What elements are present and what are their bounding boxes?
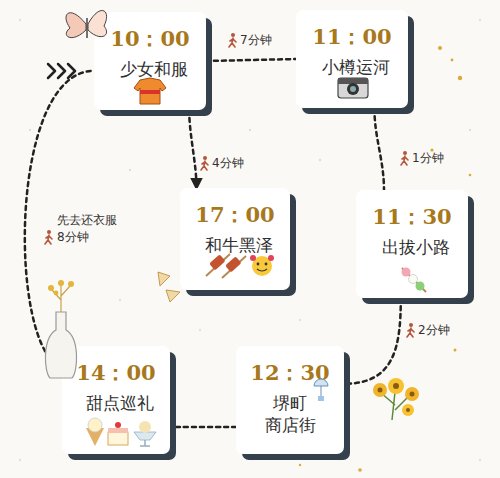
chevrons bbox=[48, 64, 75, 78]
walk-time-label: 先去还衣服 8分钟 bbox=[57, 212, 121, 246]
place-name: 甜点巡礼 bbox=[86, 392, 146, 414]
place-name: 少女和服 bbox=[120, 58, 180, 80]
time-label: 14：00 bbox=[76, 360, 155, 386]
dashed-connector bbox=[170, 426, 236, 429]
dashed-connector bbox=[374, 108, 384, 190]
yellow-flowers bbox=[373, 378, 419, 420]
time-label: 10：00 bbox=[110, 26, 189, 52]
walk-time-label: 4分钟 bbox=[212, 155, 272, 172]
stop-box: 11：00 小樽运河 bbox=[296, 10, 408, 108]
chips bbox=[158, 272, 180, 302]
faint-dots bbox=[19, 19, 481, 461]
time-label: 12：30 bbox=[250, 360, 329, 386]
walk-time-label: 1分钟 bbox=[412, 150, 472, 167]
dashed-connector bbox=[189, 110, 196, 188]
time-label: 17：00 bbox=[195, 202, 274, 228]
time-label: 11：30 bbox=[372, 204, 451, 230]
time-label: 11：00 bbox=[312, 24, 391, 50]
stop-box: 10：00 少女和服 bbox=[94, 12, 206, 110]
dashed-connector bbox=[206, 59, 296, 61]
stop-box: 17：00 和牛黑泽 bbox=[180, 188, 290, 290]
place-name: 小樽运河 bbox=[322, 56, 382, 78]
place-name: 和牛黑泽 bbox=[205, 234, 265, 256]
stop-box: 14：00 甜点巡礼 bbox=[62, 346, 170, 454]
dashed-connector bbox=[344, 298, 401, 384]
walk-time-label: 2分钟 bbox=[418, 322, 478, 339]
place-name: 堺町 商店街 bbox=[260, 392, 320, 436]
stop-box: 12：30 堺町 商店街 bbox=[236, 346, 344, 454]
place-name: 出拔小路 bbox=[382, 236, 442, 258]
walk-time-label: 7分钟 bbox=[240, 32, 300, 49]
stop-box: 11：30 出拔小路 bbox=[356, 190, 468, 298]
